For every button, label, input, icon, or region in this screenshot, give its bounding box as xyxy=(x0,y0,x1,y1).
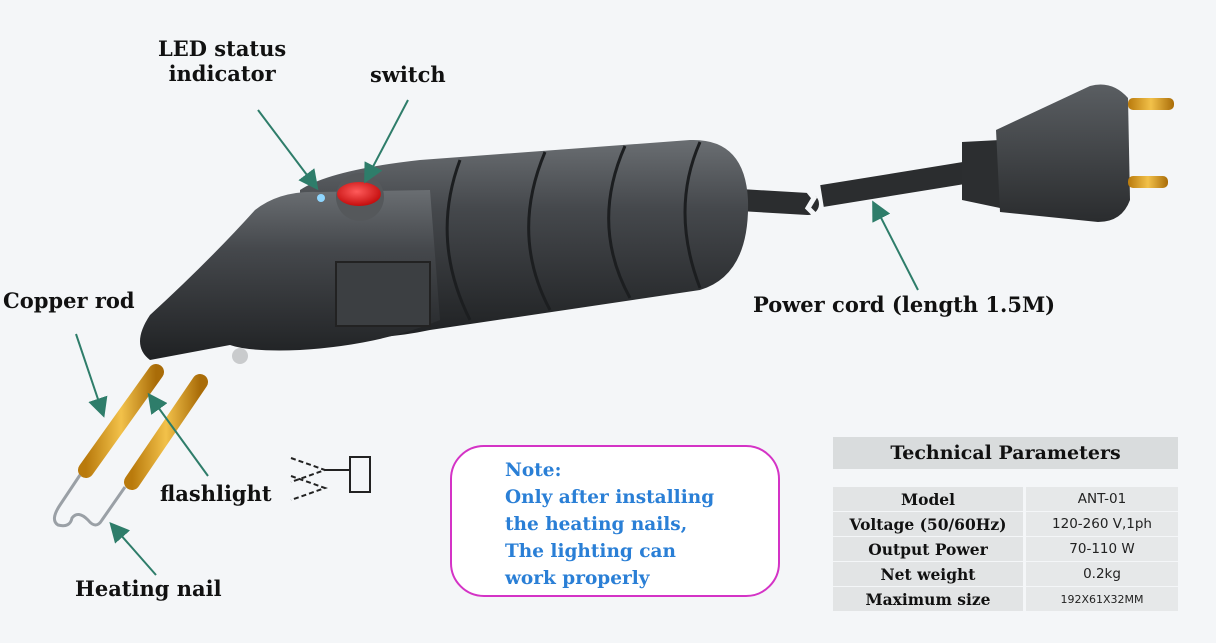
param-key: Net weight xyxy=(833,562,1023,586)
flashlight-lens xyxy=(232,348,248,364)
annotation-arrows xyxy=(75,99,919,576)
note-line: The lighting can xyxy=(505,541,676,562)
note-line: the heating nails, xyxy=(505,514,688,535)
note-title: Note: xyxy=(505,460,562,481)
led-status-indicator-label: LED status indicator xyxy=(158,36,286,86)
technical-parameters-title: Technical Parameters xyxy=(833,437,1178,469)
table-row: Voltage (50/60Hz) 120-260 V,1ph xyxy=(833,512,1178,536)
power-cord xyxy=(729,161,972,218)
label-panel xyxy=(335,261,431,327)
table-row: Net weight 0.2kg xyxy=(833,562,1178,586)
note-line: work properly xyxy=(505,568,650,589)
copper-rods xyxy=(78,364,208,490)
copper-rod-label: Copper rod xyxy=(3,288,135,313)
flashlight-label: flashlight xyxy=(160,481,272,506)
arrow-led xyxy=(257,109,319,191)
led-label-line: LED status xyxy=(158,36,287,61)
heat-stapler-body xyxy=(140,139,749,364)
arrow-copper-rod xyxy=(75,333,108,418)
param-value: ANT-01 xyxy=(1026,487,1178,511)
param-key: Maximum size xyxy=(833,587,1023,611)
arrow-switch xyxy=(364,99,409,184)
table-row: Model ANT-01 xyxy=(833,487,1178,511)
param-key: Voltage (50/60Hz) xyxy=(833,512,1023,536)
table-row: Maximum size 192X61X32MM xyxy=(833,587,1178,611)
param-key: Model xyxy=(833,487,1023,511)
led-indicator xyxy=(317,194,325,202)
heating-nail xyxy=(53,474,127,528)
switch-label: switch xyxy=(370,62,446,87)
param-value: 120-260 V,1ph xyxy=(1026,512,1178,536)
plug-pin xyxy=(1128,98,1174,110)
wire-symbol xyxy=(290,456,371,501)
note-text: Note: Only after installing the heating … xyxy=(505,457,775,592)
power-cord-label: Power cord (length 1.5M) xyxy=(753,292,1056,317)
param-value: 0.2kg xyxy=(1026,562,1178,586)
table-row: Output Power 70-110 W xyxy=(833,537,1178,561)
param-key: Output Power xyxy=(833,537,1023,561)
plug xyxy=(962,84,1174,222)
led-label-line: indicator xyxy=(168,61,276,87)
param-value: 70-110 W xyxy=(1026,537,1178,561)
arrow-flashlight xyxy=(147,392,209,477)
plug-pin xyxy=(1128,176,1168,188)
switch-button xyxy=(337,182,381,206)
note-line: Only after installing xyxy=(505,487,715,508)
arrow-heating-nail xyxy=(109,521,157,576)
technical-parameters-table: Technical Parameters Model ANT-01 Voltag… xyxy=(833,437,1178,612)
note-box xyxy=(450,445,780,597)
param-value: 192X61X32MM xyxy=(1026,587,1178,611)
arrow-power-cord xyxy=(872,200,919,291)
heating-nail-label: Heating nail xyxy=(75,576,222,601)
